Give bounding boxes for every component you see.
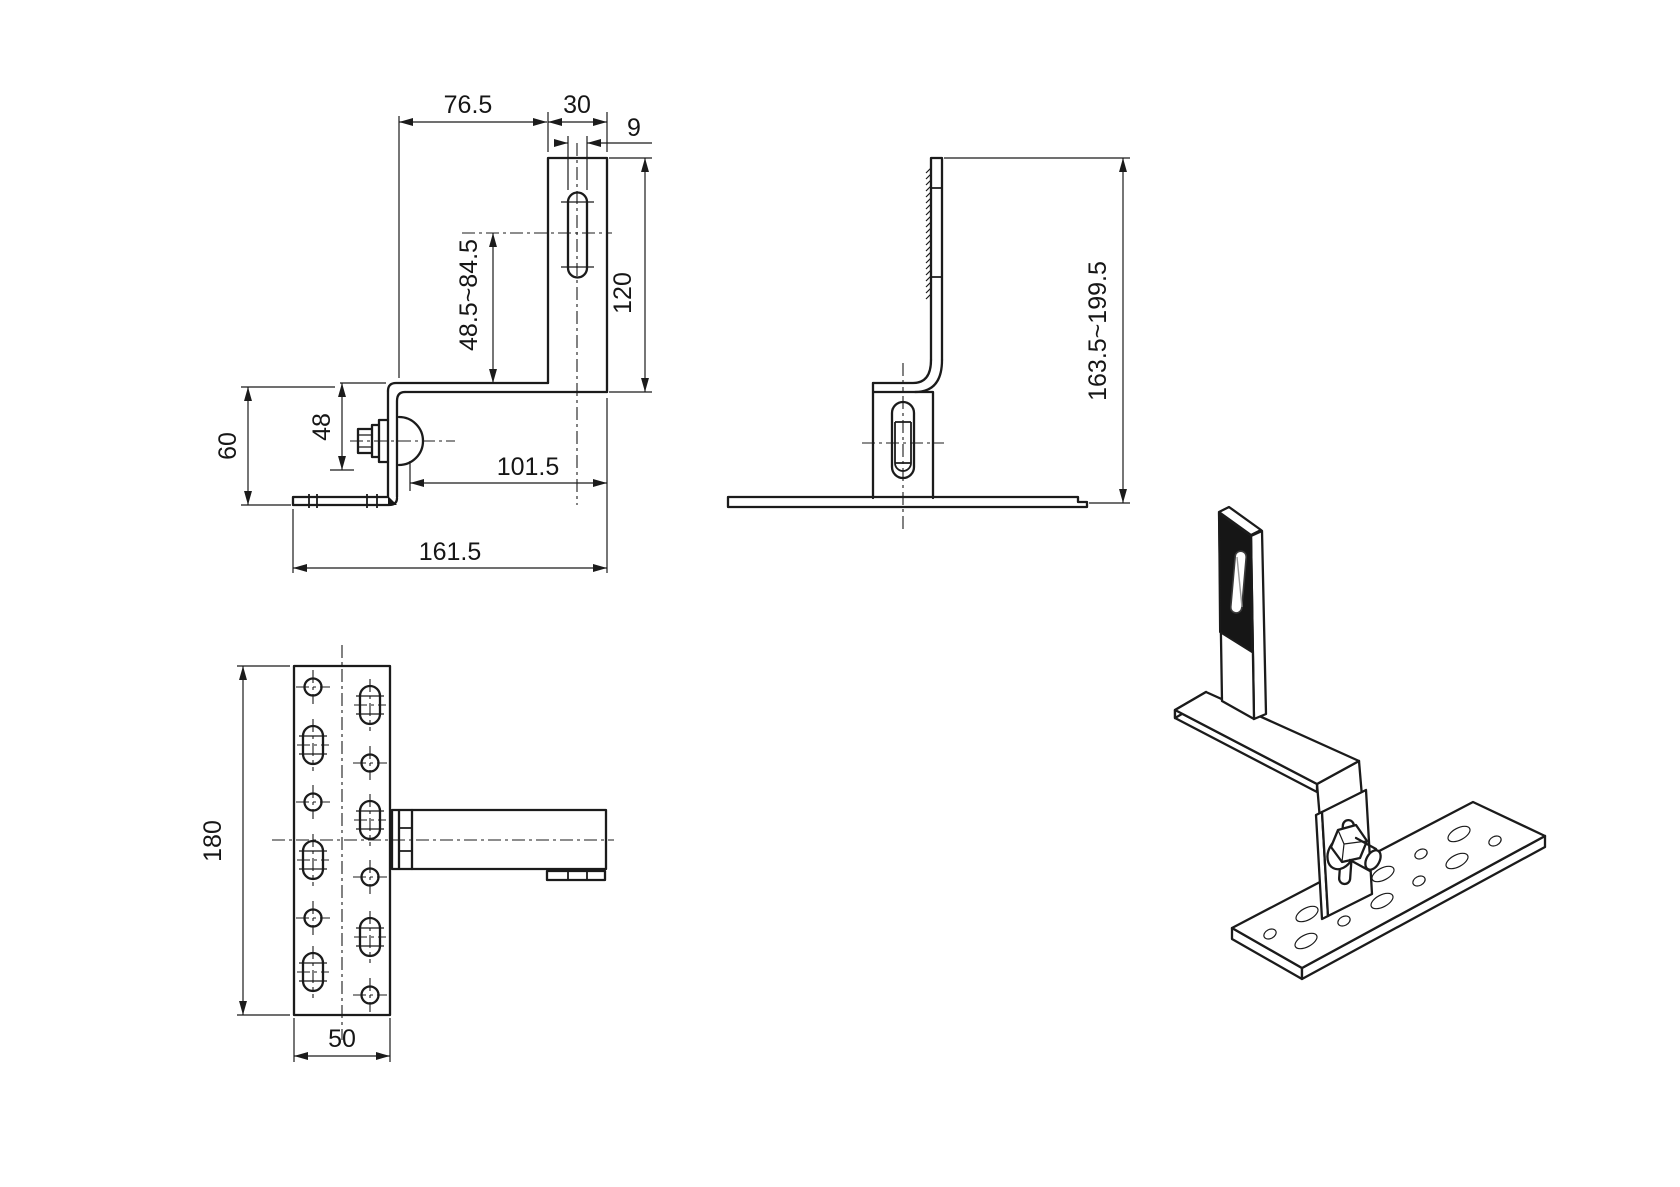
base-plate-top-face xyxy=(1230,800,1547,970)
dim-label-riser-slot-length: 48 xyxy=(308,413,336,441)
dim-label-arm-slot-width: 9 xyxy=(627,114,641,142)
dim-label-tile-gap-range: 48.5~84.5 xyxy=(455,239,483,351)
dim-label-overall-height-range: 163.5~199.5 xyxy=(1084,261,1112,401)
dim-label-arm-width: 30 xyxy=(563,91,591,119)
side-view: 163.5~199.5 xyxy=(726,156,1130,533)
plate-centerlines xyxy=(272,645,614,1040)
dim-label-arm-height: 120 xyxy=(609,272,637,314)
riser-centerline xyxy=(862,363,944,533)
dim-label-overall-length: 161.5 xyxy=(419,538,482,566)
top-view: 180 50 xyxy=(199,645,614,1062)
serration-hatch xyxy=(925,167,932,300)
round-holes xyxy=(296,670,387,1012)
dim-label-base-plate-length: 180 xyxy=(199,820,227,862)
dim-label-base-plate-width: 50 xyxy=(328,1025,356,1053)
isometric-view xyxy=(1173,505,1547,981)
arm-slot xyxy=(1229,550,1248,614)
strap-top-face xyxy=(1173,690,1361,786)
front-view: 76.5 30 9 120 48.5~84.5 48 60 101.5 161.… xyxy=(214,91,652,573)
dim-label-horizontal-reach: 101.5 xyxy=(497,453,560,481)
bolt-tip xyxy=(1364,849,1382,871)
dim-label-hook-offset: 76.5 xyxy=(444,91,493,119)
slot-holes xyxy=(297,679,386,998)
dim-label-base-height: 60 xyxy=(214,432,242,460)
